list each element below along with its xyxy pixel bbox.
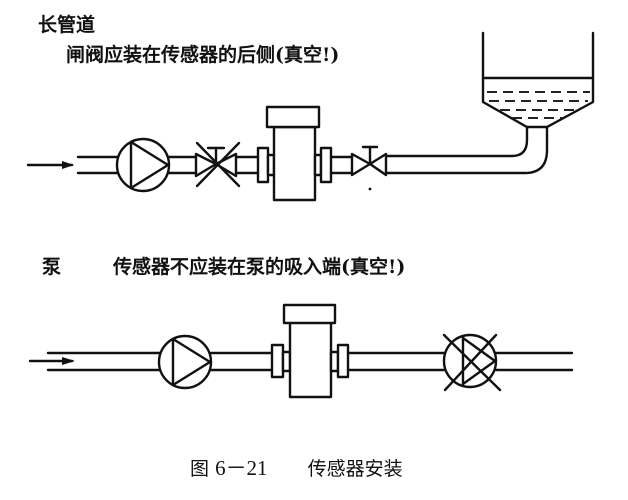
bottom-flow-arrow: [28, 357, 75, 365]
top-gate-valve-icon: [350, 145, 388, 191]
top-pipe-pump-to-valve: [167, 155, 198, 175]
figure-caption: 图 6－21 传感器安装: [190, 452, 403, 482]
top-pipe-valve-to-sensor: [234, 155, 260, 175]
bottom-flowmeter-sensor-icon: [270, 303, 350, 399]
top-long-pipe: [384, 125, 549, 175]
bottom-pump-crossed-icon: [442, 333, 502, 392]
section-heading-long-pipe: 长管道: [38, 14, 96, 36]
bottom-pipe-sensor-to-pump: [346, 351, 446, 372]
top-gate-valve-crossed-icon: [194, 141, 241, 188]
section-heading-pump: 泵: [42, 256, 62, 278]
note-sensor-not-on-suction: 传感器不应装在泵的吸入端(真空!): [113, 256, 406, 278]
figure-number: 6－21: [215, 456, 268, 480]
figure-label: 图: [190, 458, 210, 480]
figure-title: 传感器安装: [307, 458, 403, 480]
bottom-pump-icon: [157, 334, 213, 390]
bottom-pipe-outlet: [494, 351, 574, 372]
bottom-pipe-pump-to-sensor: [209, 351, 274, 372]
top-pipe-sensor-to-valve: [329, 155, 354, 175]
top-flowmeter-sensor-icon: [256, 105, 333, 202]
top-pipe-inlet: [76, 155, 120, 175]
tank-icon: [481, 31, 595, 129]
top-pump-icon: [115, 137, 171, 193]
top-flow-arrow: [26, 161, 74, 169]
bottom-pipe-inlet: [46, 351, 162, 372]
note-valve-after-sensor: 闸阀应装在传感器的后侧(真空!): [66, 44, 340, 66]
